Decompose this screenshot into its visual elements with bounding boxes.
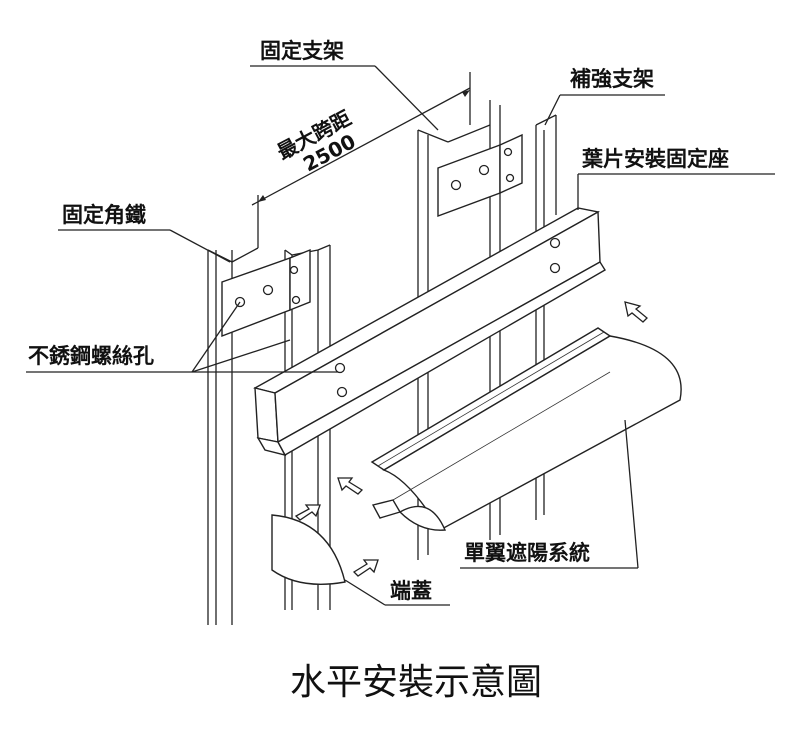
- leader-lines: [26, 65, 775, 606]
- end-cap: [271, 514, 346, 585]
- arrow-icon: [337, 477, 364, 495]
- left-bracket-plate: [221, 248, 311, 338]
- assembly-arrows: [294, 301, 648, 577]
- arrow-icon: [294, 504, 321, 521]
- label-blade-mount: 葉片安裝固定座: [581, 147, 729, 171]
- sunshade-blade: [370, 327, 682, 531]
- label-single-wing: 單翼遮陽系統: [464, 541, 590, 565]
- label-fixed-bracket: 固定支架: [260, 39, 344, 63]
- upper-bracket-plate: [437, 133, 523, 218]
- span-dimension: [251, 72, 471, 225]
- label-screw-holes: 不銹鋼螺絲孔: [28, 344, 154, 368]
- arrow-icon: [352, 559, 379, 577]
- arrow-icon: [624, 301, 648, 323]
- blade-mount-rail: [253, 207, 606, 457]
- label-end-cap: 端蓋: [390, 579, 432, 603]
- label-fixed-angle: 固定角鐵: [62, 203, 146, 227]
- label-reinforce-bracket: 補強支架: [569, 67, 654, 91]
- diagram-title: 水平安裝示意圖: [290, 662, 542, 703]
